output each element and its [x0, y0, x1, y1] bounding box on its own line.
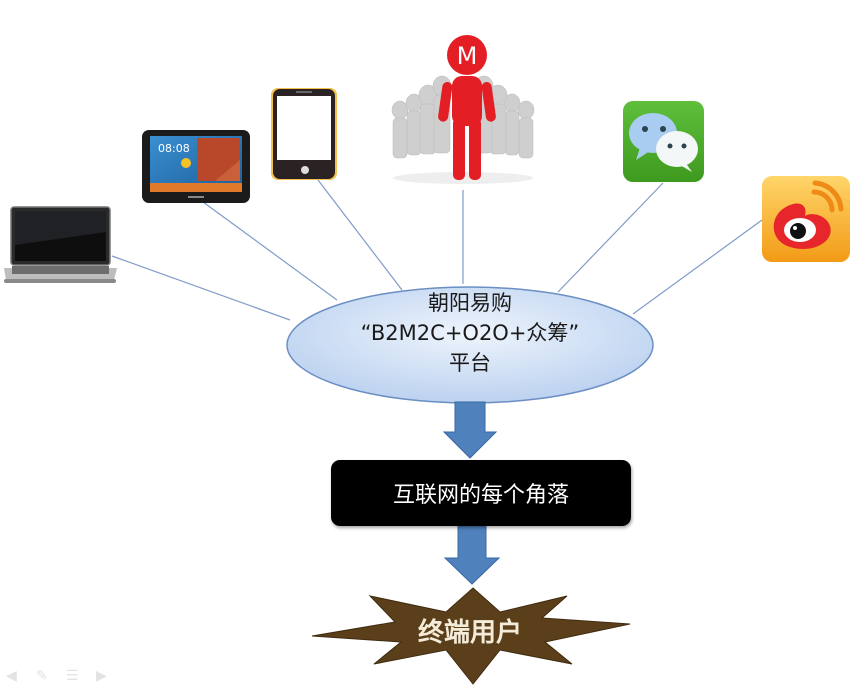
wechat-icon	[623, 101, 704, 182]
end-user-starburst	[311, 587, 631, 685]
svg-text:M: M	[457, 42, 478, 70]
internet-corners-label: 互联网的每个角落	[392, 483, 569, 508]
smartphone-icon	[271, 88, 337, 180]
end-user-label: 终端用户	[417, 618, 522, 648]
platform-label: 朝阳易购 “B2M2C+O2O+众筹” 平台	[300, 288, 640, 378]
svg-text:08:08: 08:08	[158, 142, 190, 155]
prev-slide-icon[interactable]: ◀	[6, 668, 17, 684]
next-slide-icon[interactable]: ▶	[96, 668, 107, 684]
connector-lines	[111, 179, 763, 321]
pen-icon[interactable]: ✎	[36, 668, 48, 684]
tablet-icon: 08:08	[142, 130, 250, 203]
laptop-icon	[4, 206, 117, 283]
down-arrow-1	[442, 401, 498, 459]
internet-corners-box: 互联网的每个角落	[331, 460, 631, 526]
platform-name: 朝阳易购	[428, 291, 512, 315]
crowd-leader-icon: M	[391, 35, 535, 184]
weibo-icon	[762, 176, 850, 262]
menu-icon[interactable]: ☰	[66, 668, 79, 684]
platform-suffix: 平台	[449, 351, 491, 375]
down-arrow-2	[443, 525, 501, 585]
platform-model: “B2M2C+O2O+众筹”	[360, 321, 580, 345]
